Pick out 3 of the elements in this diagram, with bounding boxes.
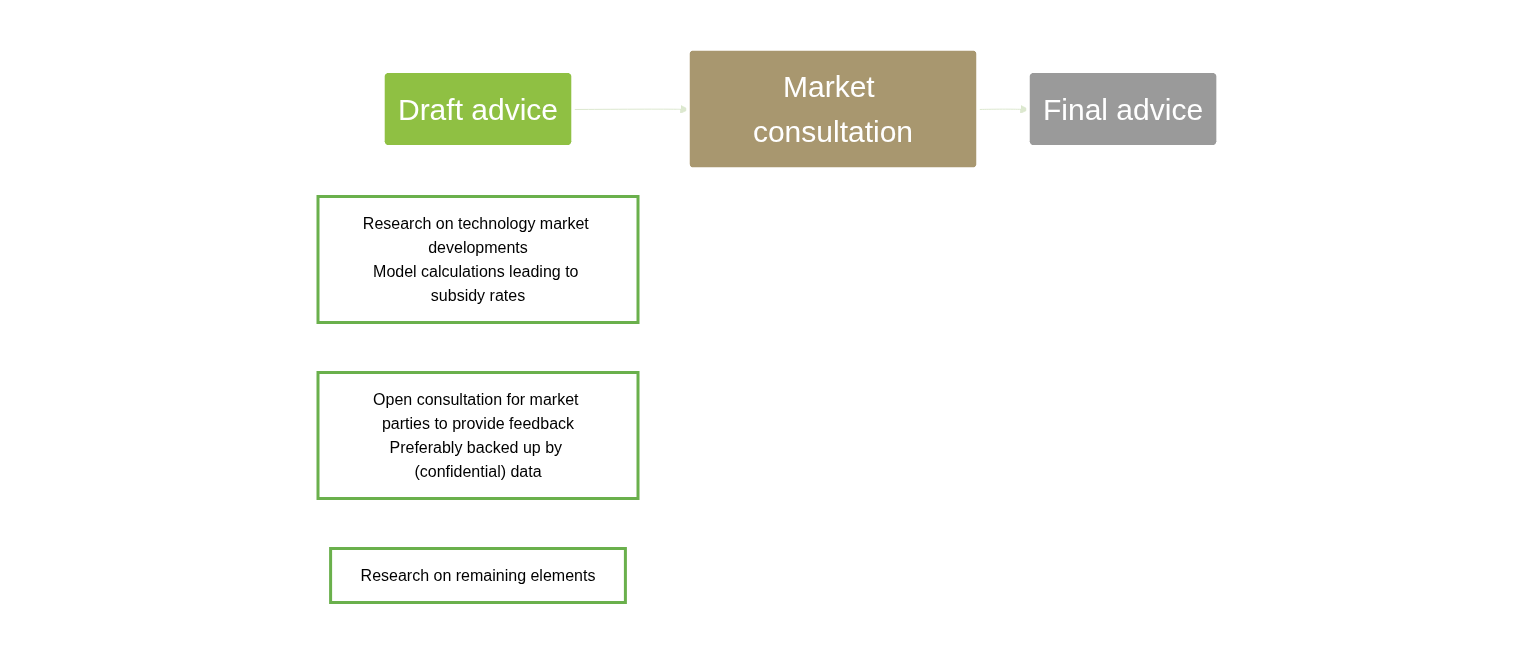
node-box: Research on remaining elements [329, 546, 628, 604]
node-box: Research on technology market developments Model calculations leading to subsidy rates [316, 194, 640, 324]
node-box: Open consultation for market parties to provide feedback Preferably backed up by (confidential) data [316, 370, 640, 500]
